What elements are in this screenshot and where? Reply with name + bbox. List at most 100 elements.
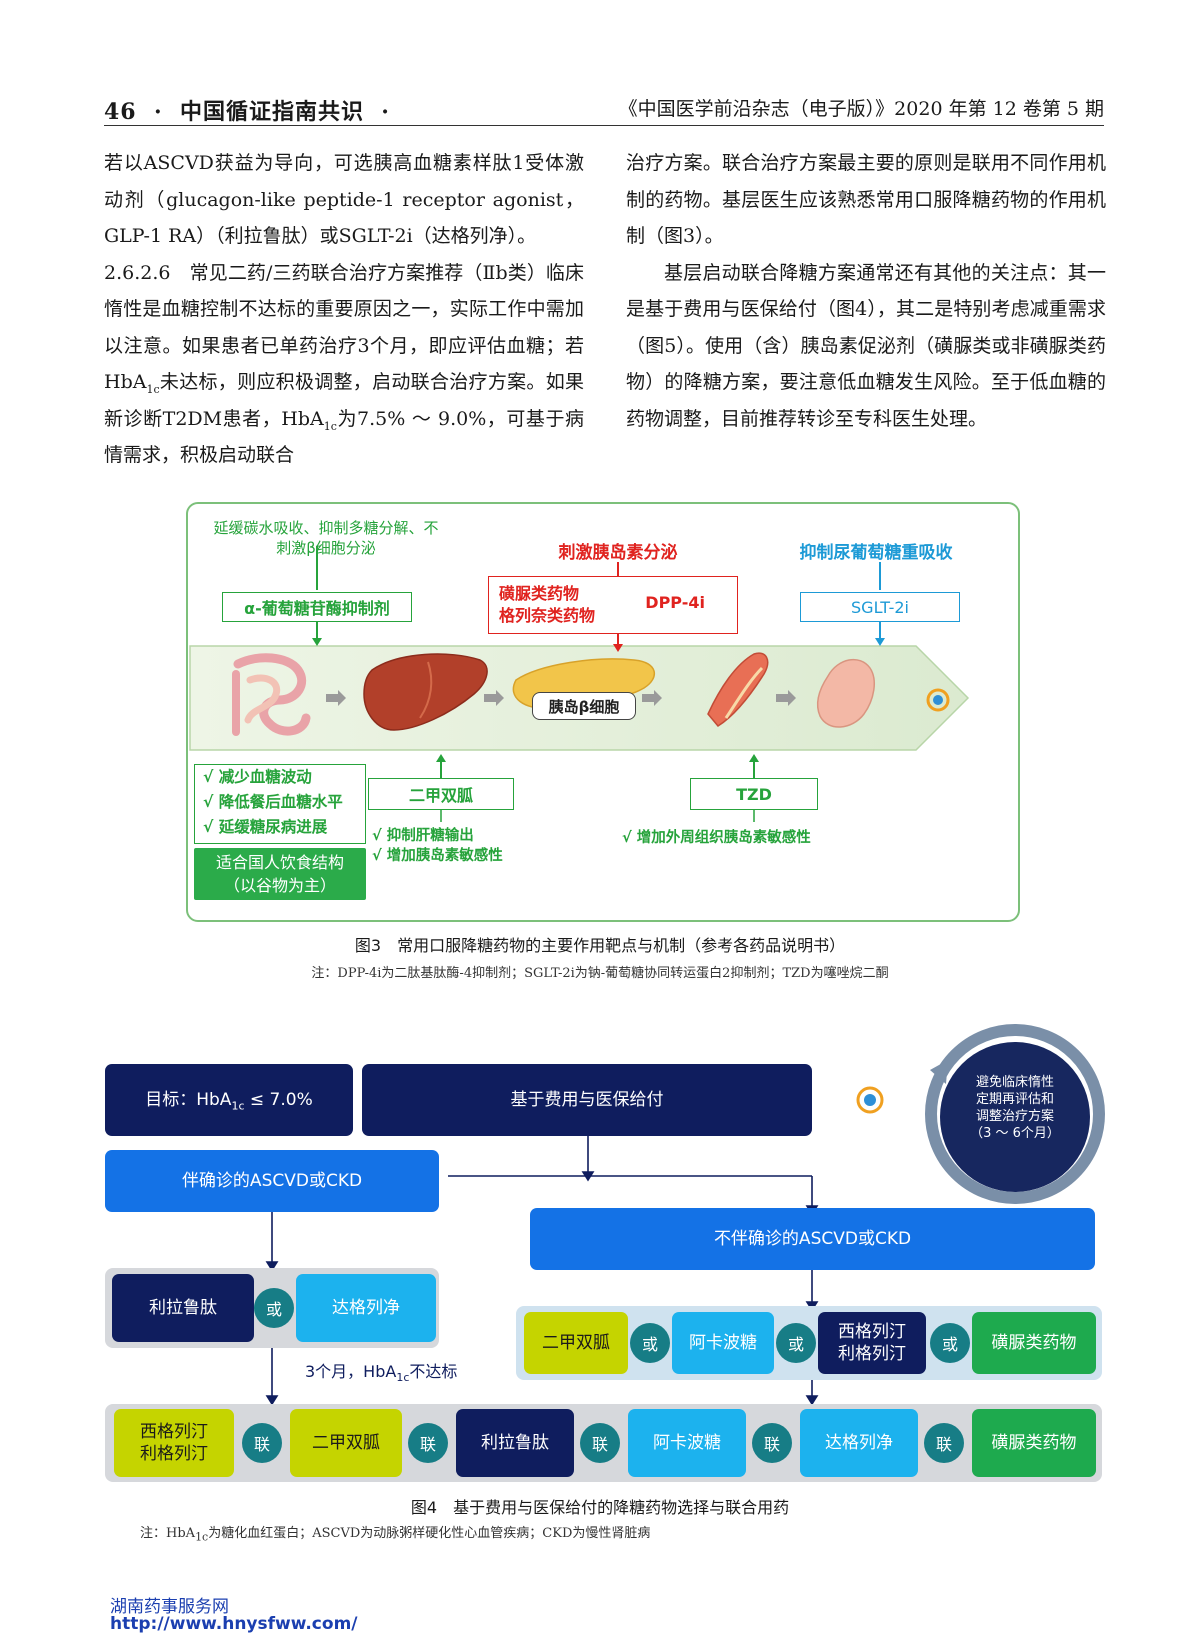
gliptin-box: 西格列汀 利格列汀 xyxy=(818,1312,926,1374)
effect-item: √ 抑制肝糖输出 xyxy=(372,828,474,844)
bullet: · xyxy=(372,99,390,125)
with-ascvd-ckd-box: 伴确诊的ASCVD或CKD xyxy=(105,1150,439,1212)
text-column-left: 若以ASCVD获益为导向，可选胰高血糖素样肽1受体激动剂（glucagon-li… xyxy=(104,145,584,474)
journal-title: 《中国医学前沿杂志（电子版）》2020 年第 12 卷第 5 期 xyxy=(618,98,1104,120)
diet-structure-box: 适合国人饮食结构 （以谷物为主） xyxy=(194,848,366,900)
flow-arrow xyxy=(642,690,662,706)
muscle-illustration xyxy=(707,652,769,727)
text-column-right: 治疗方案。联合治疗方案最主要的原则是联用不同作用机制的药物。基层医生应该熟悉常用… xyxy=(626,145,1106,437)
liver-illustration xyxy=(363,653,488,731)
subscript: 1c xyxy=(195,1530,209,1544)
alpha-glucosidase-inhibitor-box: α-葡萄糖苷酶抑制剂 xyxy=(222,592,412,622)
or-connector: 或 xyxy=(630,1323,670,1363)
intestine-illustration xyxy=(232,653,311,736)
sulfonylurea-box: 磺脲类药物 xyxy=(972,1312,1096,1374)
linagliptin-label: 利格列汀 xyxy=(838,1344,906,1364)
liraglutide-box: 利拉鲁肽 xyxy=(112,1274,254,1342)
arrow-head xyxy=(749,754,759,762)
without-ascvd-ckd-box: 不伴确诊的ASCVD或CKD xyxy=(530,1208,1095,1270)
figure-3-note: 注：DPP-4i为二肽基肽酶-4抑制剂；SGLT-2i为钠-葡萄糖协同转运蛋白2… xyxy=(311,966,889,981)
subscript: 1c xyxy=(323,419,337,433)
section-title: 中国循证指南共识 xyxy=(179,99,364,125)
text-run: 3个月，HbA xyxy=(305,1362,397,1381)
cost-basis-box: 基于费用与医保给付 xyxy=(362,1064,812,1136)
figure-4-caption: 图4 基于费用与医保给付的降糖药物选择与联合用药 xyxy=(410,1498,790,1517)
gliptin-labels: 西格列汀 利格列汀 xyxy=(140,1421,208,1465)
dapagliflozin-box: 达格列净 xyxy=(296,1274,436,1342)
glucose-reabsorption-heading: 抑制尿葡萄糖重吸收 xyxy=(799,543,953,563)
or-connector: 或 xyxy=(776,1323,816,1363)
sglt2i-box: SGLT-2i xyxy=(800,592,960,622)
secretagogue-list: 磺脲类药物 格列奈类药物 xyxy=(499,583,595,627)
text-run: 2.6.2.6 常见二药/三药联合治疗方案推荐（Ⅱb类）临床惰性是血糖控制不达标… xyxy=(104,261,584,394)
site-url-link[interactable]: http://www.hnysfww.com/ xyxy=(110,1614,358,1634)
bullet: · xyxy=(145,99,172,125)
text-run: 不达标 xyxy=(409,1362,458,1381)
text-run: 注：HbA xyxy=(140,1526,196,1541)
flow-arrow xyxy=(484,690,504,706)
acarbose-box: 阿卡波糖 xyxy=(628,1409,746,1477)
diet-line: （以谷物为主） xyxy=(223,876,336,895)
paragraph: 若以ASCVD获益为导向，可选胰高血糖素样肽1受体激动剂（glucagon-li… xyxy=(104,152,584,247)
flow-arrow xyxy=(776,690,796,706)
page-number: 46 xyxy=(104,99,137,125)
text-run: 未达标，则应积极调整，启动联合治疗方案。如果新诊断T2DM患者，HbA xyxy=(104,371,584,430)
liraglutide-box: 利拉鲁肽 xyxy=(456,1409,574,1477)
arrow-head xyxy=(875,638,885,646)
insulin-secretion-heading: 刺激胰岛素分泌 xyxy=(558,543,678,563)
text-run: 目标：HbA xyxy=(145,1090,232,1110)
metformin-box: 二甲双胍 xyxy=(290,1409,402,1477)
combine-connector: 联 xyxy=(752,1423,792,1463)
adipose-illustration xyxy=(816,658,876,728)
arrow-head xyxy=(436,754,446,762)
beta-cell-label: 胰岛β细胞 xyxy=(532,692,636,720)
figure-3-caption: 图3 常用口服降糖药物的主要作用靶点与机制（参考各药品说明书） xyxy=(354,936,846,955)
text-run: 为糖化血红蛋白；ASCVD为动脉粥样硬化性心血管疾病；CKD为慢性肾脏病 xyxy=(208,1526,651,1541)
figure-4-note: 注：HbA1c为糖化血红蛋白；ASCVD为动脉粥样硬化性心血管疾病；CKD为慢性… xyxy=(140,1522,651,1544)
alpha-benefits-box: √ 减少血糖波动 √ 降低餐后血糖水平 √ 延缓糖尿病进展 xyxy=(194,764,366,844)
benefit-item: √ 延缓糖尿病进展 xyxy=(203,818,328,836)
cycle-line: 定期再评估和 xyxy=(975,1092,1054,1107)
cycle-line: （3 ～ 6个月） xyxy=(970,1126,1060,1141)
cycle-line: 避免临床惰性 xyxy=(975,1075,1054,1090)
combine-connector: 联 xyxy=(924,1423,964,1463)
goal-text: 目标：HbA1c ≤ 7.0% xyxy=(145,1089,313,1111)
watermark-logo xyxy=(926,688,950,712)
dapagliflozin-box: 达格列净 xyxy=(800,1409,918,1477)
benefit-item: √ 降低餐后血糖水平 xyxy=(203,793,343,811)
goal-box: 目标：HbA1c ≤ 7.0% xyxy=(105,1064,353,1136)
arrow-head xyxy=(312,638,322,646)
cycle-line: 调整治疗方案 xyxy=(975,1109,1054,1124)
or-connector: 或 xyxy=(930,1323,970,1363)
acarbose-box: 阿卡波糖 xyxy=(672,1312,774,1374)
metformin-effects: √ 抑制肝糖输出 √ 增加胰岛素敏感性 xyxy=(372,826,503,866)
gliptin-labels: 西格列汀 利格列汀 xyxy=(838,1321,906,1365)
subscript: 1c xyxy=(146,382,160,396)
sulfonylurea-box: 磺脲类药物 xyxy=(972,1409,1096,1477)
flow-arrow xyxy=(326,690,346,706)
linagliptin-label: 利格列汀 xyxy=(140,1444,208,1464)
glinide-label: 格列奈类药物 xyxy=(499,606,596,625)
figure-3: 延缓碳水吸收、抑制多糖分解、不刺激β细胞分泌 α-葡萄糖苷酶抑制剂 刺激胰岛素分… xyxy=(186,502,1020,922)
metformin-box: 二甲双胍 xyxy=(524,1312,628,1374)
tzd-effect: √ 增加外周组织胰岛素敏感性 xyxy=(622,830,811,846)
secretagogue-box: 磺脲类药物 格列奈类药物 DPP-4i xyxy=(488,576,738,634)
or-connector: 或 xyxy=(254,1288,294,1328)
subscript: 1c xyxy=(396,1371,410,1385)
watermark-logo xyxy=(856,1086,884,1114)
site-name: 湖南药事服务网 xyxy=(110,1597,229,1617)
tzd-box: TZD xyxy=(690,778,818,810)
sulfonylurea-label: 磺脲类药物 xyxy=(499,584,580,603)
paragraph: 治疗方案。联合治疗方案最主要的原则是联用不同作用机制的药物。基层医生应该熟悉常用… xyxy=(626,152,1106,247)
benefit-item: √ 减少血糖波动 xyxy=(203,768,312,786)
alpha-mechanism-note: 延缓碳水吸收、抑制多糖分解、不刺激β细胞分泌 xyxy=(213,519,439,557)
diet-line: 适合国人饮食结构 xyxy=(215,853,344,872)
header-rule xyxy=(104,125,1104,126)
paragraph: 基层启动联合降糖方案通常还有其他的关注点：其一是基于费用与医保给付（图4），其二… xyxy=(626,261,1106,430)
sitagliptin-label: 西格列汀 xyxy=(838,1322,906,1342)
subscript: 1c xyxy=(231,1099,245,1113)
text-run: ≤ 7.0% xyxy=(244,1090,313,1110)
gliptin-box: 西格列汀 利格列汀 xyxy=(114,1409,234,1477)
combine-connector: 联 xyxy=(242,1423,282,1463)
failure-note: 3个月，HbA1c不达标 xyxy=(305,1358,458,1385)
